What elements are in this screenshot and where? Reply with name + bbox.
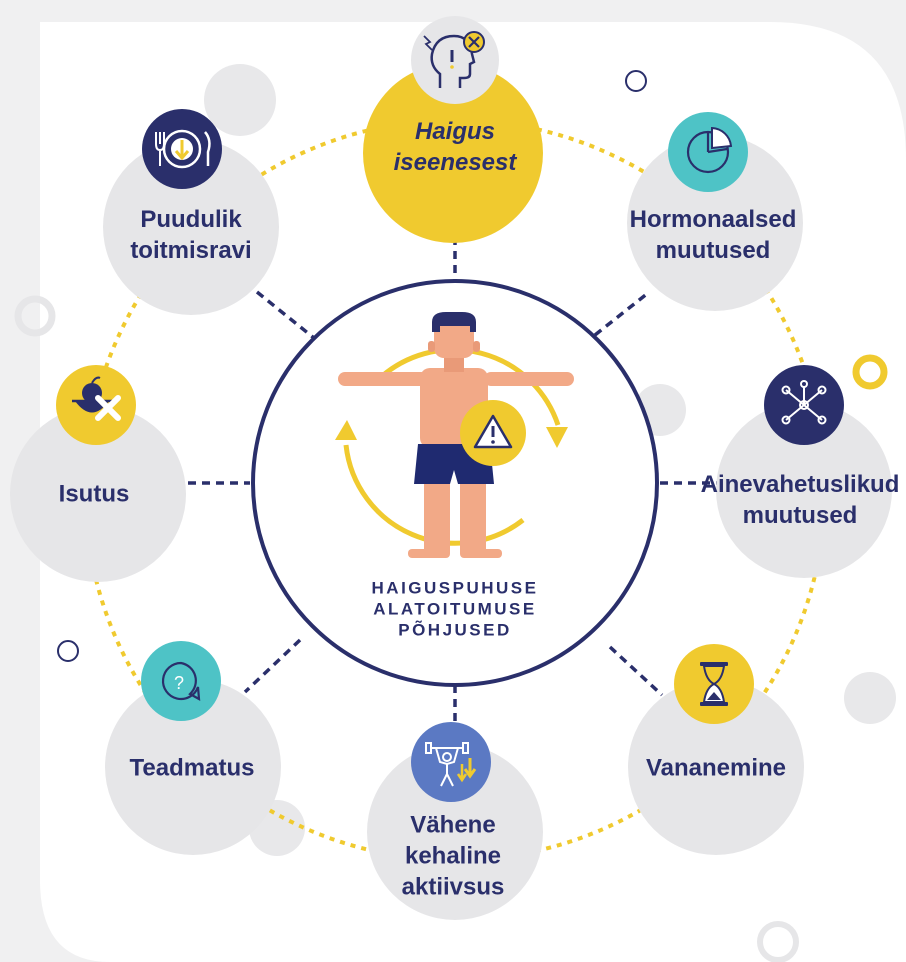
connector-line [593,291,650,337]
head-warning-icon [411,16,499,104]
decor-ring [757,921,799,962]
decor-circle [204,64,276,136]
node-circle-ainevahetuslikud-muutused [716,402,892,578]
warning-icon [460,400,526,466]
node-circle-teadmatus [105,679,281,855]
hourglass-icon [674,644,754,724]
cycle-arrow [343,444,525,546]
weightlifter-down-icon [411,722,491,802]
center-title-line: PÕHJUSED [398,620,512,640]
node-circle-hormonaalsed-muutused [627,135,803,311]
connector-line [608,645,664,697]
label-teadmatus: Teadmatus [129,754,255,782]
decor-ring [14,295,56,337]
label-hormonaalsed-muutused: Hormonaalsed muutused [629,206,797,264]
cycle-arrow [378,347,561,426]
label-vananemine: Vananemine [645,754,787,782]
label-puudulik-toitmisravi: Puudulik toitmisravi [130,206,252,264]
connector-line [243,638,302,694]
center-title-line: HAIGUSPUHUSE [371,578,539,598]
network-nodes-icon [764,365,844,445]
label-haigus-iseenesest: Haigus iseenesest [393,118,517,176]
question-bubble-icon: ? [141,641,221,721]
label-vahene-kehaline-aktiivsus: Vähene kehaline aktiivsus [401,811,505,901]
node-circle-vananemine [628,679,804,855]
connector-line [255,290,316,340]
node-circle-isutus [10,406,186,582]
pie-chart-icon [668,112,748,192]
cycle-arrow-head [335,420,357,440]
label-isutus: Isutus [58,480,130,508]
node-circle-haigus-iseenesest [363,63,543,243]
center-title-line: ALATOITUMUSE [373,599,537,619]
decor-circle [844,672,896,724]
label-ainevahetuslikud-muutused: Ainevahetuslikud muutused [700,471,900,529]
decor-ring [852,354,888,390]
no-food-icon [56,365,136,445]
decor-ring [625,70,647,92]
svg-text:?: ? [174,673,184,693]
cycle-arrow-head [546,427,568,448]
plate-down-icon [142,109,222,189]
decor-ring [57,640,79,662]
center-title: HAIGUSPUHUSE ALATOITUMUSE PÕHJUSED [372,578,539,641]
node-circle-puudulik-toitmisravi [103,139,279,315]
connectors [188,237,722,735]
node-circle-vahene-kehaline-aktiivsus [367,744,543,920]
